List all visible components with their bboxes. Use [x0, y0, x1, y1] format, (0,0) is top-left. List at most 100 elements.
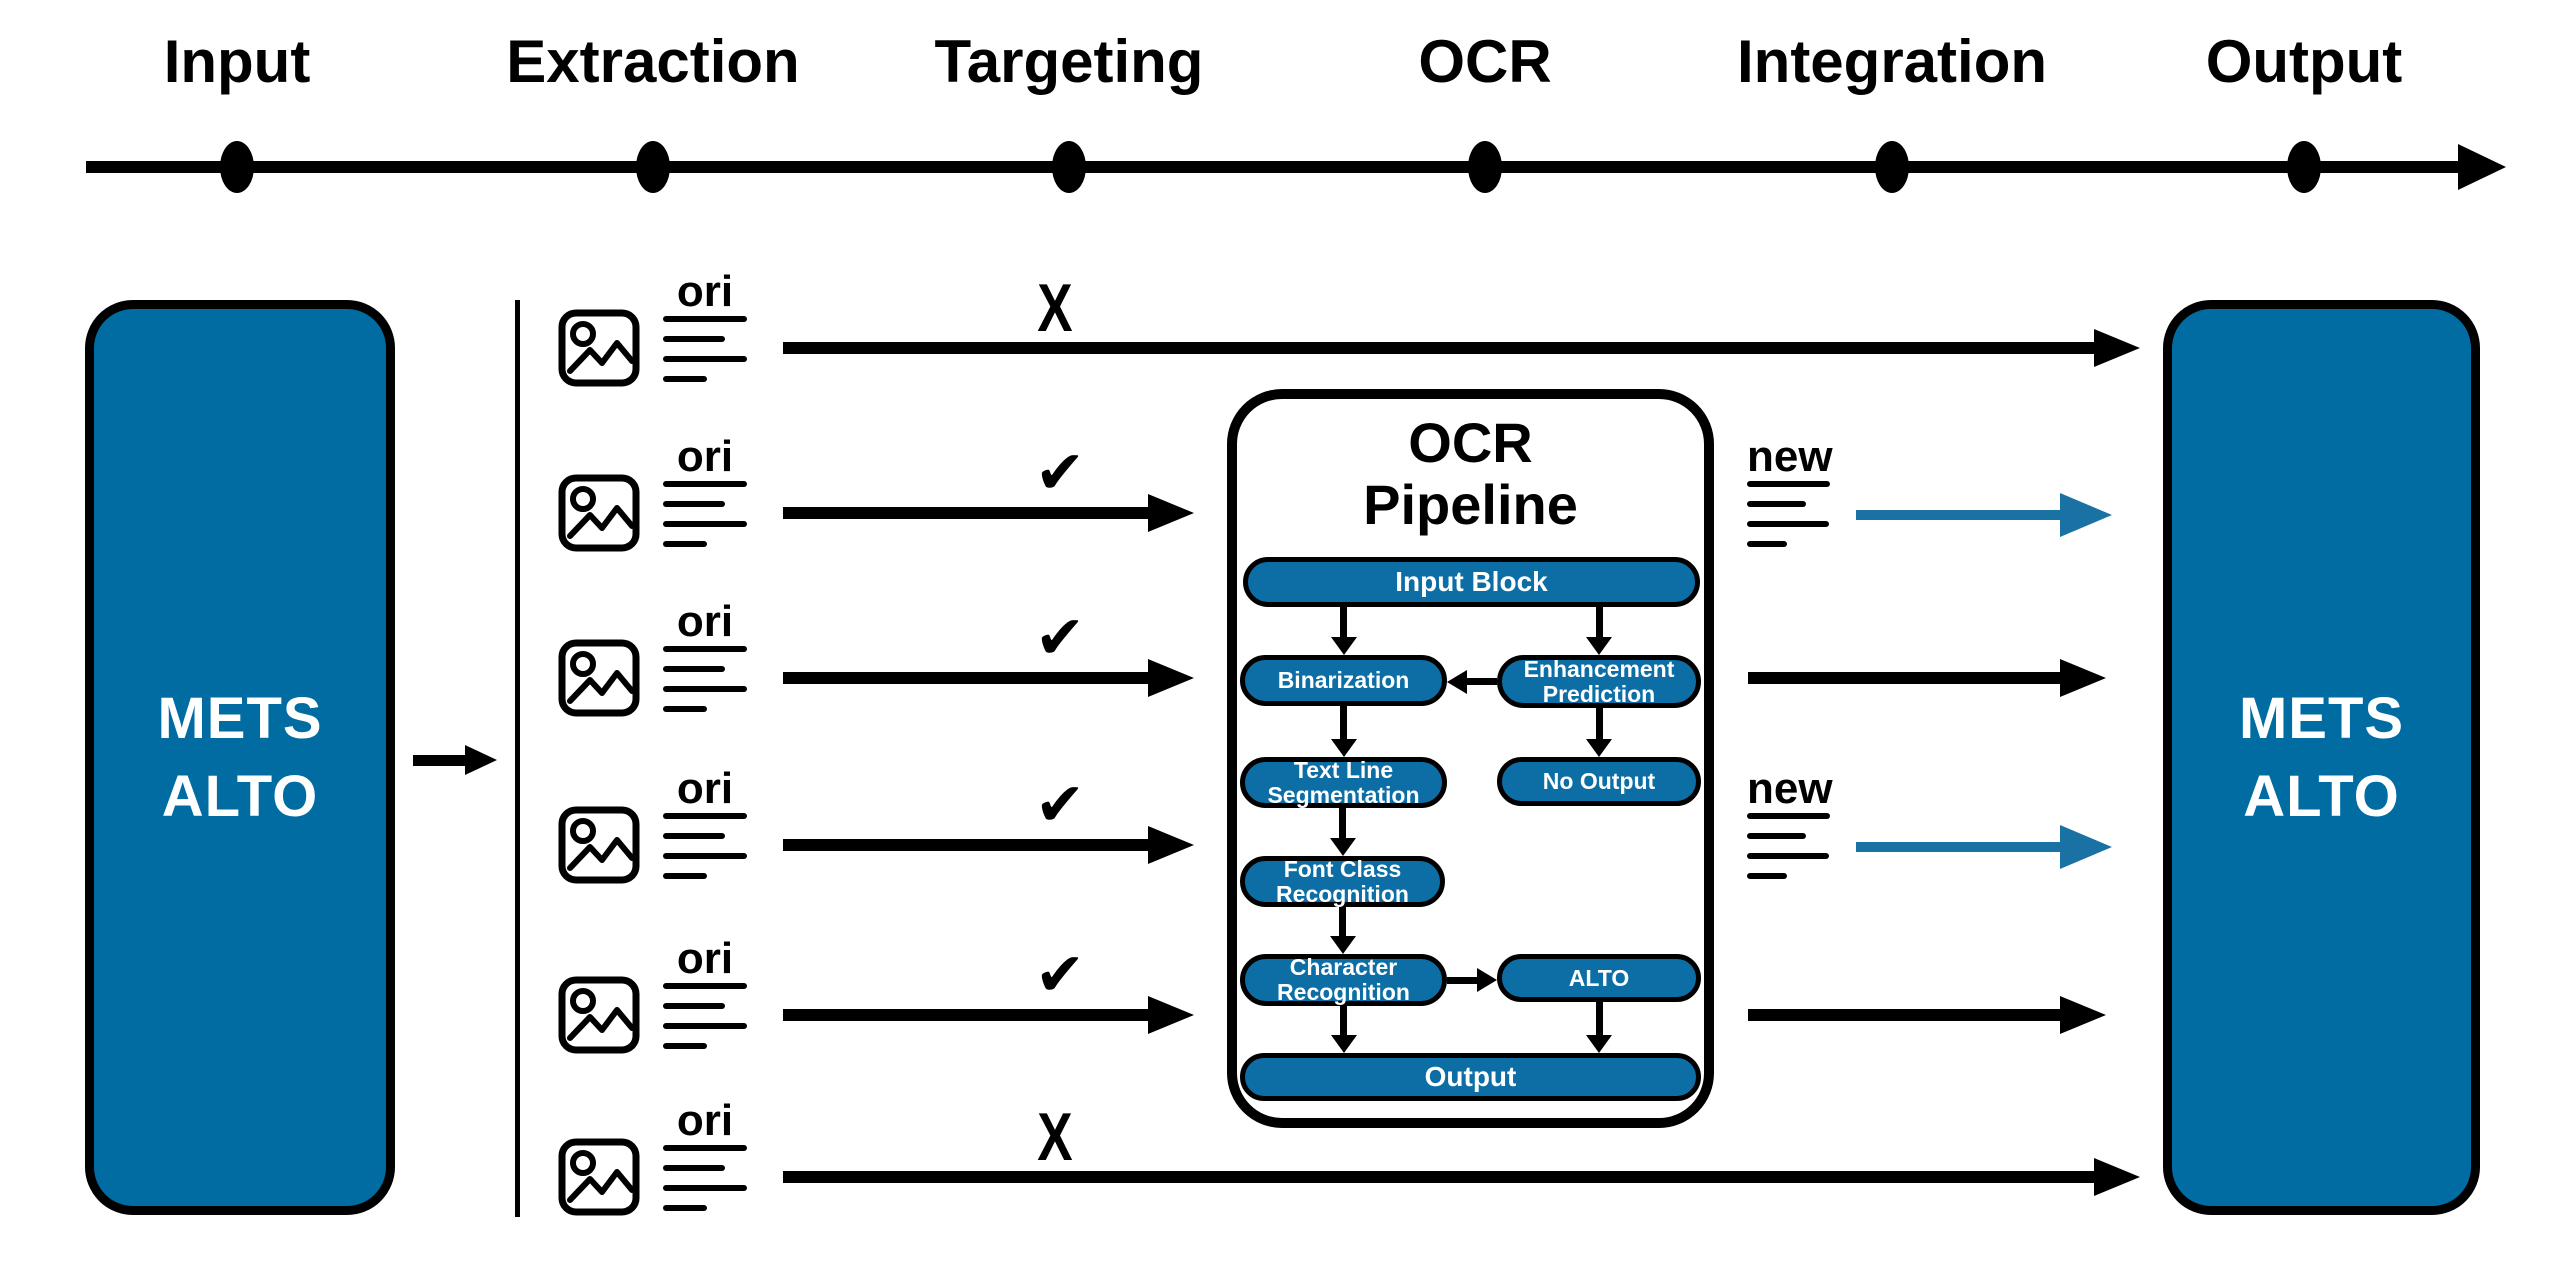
ori-document-icon-label: ori: [676, 597, 734, 646]
stage-label-integration: Integration: [1737, 28, 2047, 95]
accept-check-mark: ✔: [1034, 439, 1086, 506]
document-image-icon: [557, 1137, 641, 1217]
flow-arrow-from-pipeline-shaft: [1748, 1009, 2060, 1021]
ori-document-icon-line: [663, 481, 747, 487]
flow-arrow-to-pipeline-head: [1148, 494, 1194, 532]
pipeline-edge-arrow-head: [1330, 739, 1357, 757]
ori-document-icon-line: [663, 501, 725, 507]
flow-arrow-from-pipeline-head: [2060, 996, 2106, 1034]
pipeline-title: OCR Pipeline: [1227, 412, 1714, 536]
timeline-dot-icon: [1875, 141, 1909, 193]
ori-document-icon-label: ori: [676, 1096, 734, 1145]
stage-label-extraction: Extraction: [506, 28, 800, 95]
pipeline-edge-arrow-head: [1329, 838, 1356, 856]
alto-label: ALTO: [161, 763, 319, 829]
ori-document-icon-line: [663, 1185, 747, 1191]
accept-check-mark: ✔: [1034, 941, 1086, 1008]
ori-document-icon-line: [663, 541, 707, 547]
blue-flow-arrow-head: [2060, 493, 2112, 537]
stage-label-targeting: Targeting: [934, 28, 1204, 95]
flow-arrow-to-pipeline-shaft: [783, 839, 1148, 851]
blue-flow-arrow-shaft: [1856, 510, 2060, 520]
pipeline-title-line2: Pipeline: [1363, 473, 1578, 536]
pipeline-node-text-line-segmentation: Text Line Segmentation: [1240, 757, 1447, 808]
timeline-dot-icon: [636, 141, 670, 193]
flow-arrow-long-shaft: [783, 1171, 2094, 1183]
pipeline-title-line1: OCR: [1408, 411, 1533, 474]
timeline-dot-icon: [1468, 141, 1502, 193]
pipeline-edge-arrow-head: [1447, 669, 1467, 694]
ori-document-icon-line: [663, 983, 747, 989]
mets-label: METS: [2238, 685, 2405, 751]
stage-label-output: Output: [2205, 28, 2403, 95]
new-document-icon-line: [1747, 501, 1806, 507]
extraction-divider-line: [515, 300, 520, 1217]
ori-document-icon-line: [663, 686, 747, 692]
ori-document-icon-label: ori: [676, 764, 734, 813]
ori-document-icon-line: [663, 646, 747, 652]
new-document-icon-line: [1747, 521, 1829, 527]
ori-document-icon-line: [663, 521, 747, 527]
ori-document-icon-line: [663, 1205, 707, 1211]
timeline-arrowhead-icon: [2458, 144, 2506, 190]
new-document-icon-line: [1747, 481, 1830, 487]
pipeline-node-output: Output: [1240, 1053, 1701, 1101]
pipeline-edge-arrow-shaft: [1339, 907, 1346, 936]
ori-document-icon-line: [663, 666, 725, 672]
pipeline-node-input-block: Input Block: [1243, 557, 1700, 607]
ori-document-icon-line: [663, 1003, 725, 1009]
ori-document-icon-line: [663, 1165, 725, 1171]
ori-document-icon-line: [663, 873, 707, 879]
flow-arrow-to-pipeline-shaft: [783, 672, 1148, 684]
reject-x-mark: X: [1037, 1099, 1073, 1175]
document-image-icon: [557, 308, 641, 388]
pipeline-edge-arrow-shaft: [1467, 678, 1497, 685]
document-image-icon: [557, 805, 641, 885]
stage-label-input: Input: [163, 28, 311, 95]
pipeline-edge-arrow-shaft: [1447, 976, 1477, 984]
mets-label: METS: [157, 685, 323, 751]
pipeline-edge-arrow-head: [1330, 637, 1357, 655]
new-document-icon-line: [1747, 541, 1787, 547]
flow-arrow-to-pipeline-head: [1148, 996, 1194, 1034]
accept-check-mark: ✔: [1034, 771, 1086, 838]
ori-document-icon-line: [663, 853, 747, 859]
stage-label-ocr: OCR: [1418, 28, 1552, 95]
flow-arrow-long-head: [2094, 329, 2140, 367]
pipeline-node-font-class-recognition: Font Class Recognition: [1240, 856, 1445, 907]
blue-flow-arrow-head: [2060, 825, 2112, 869]
timeline-axis: [86, 161, 2458, 173]
pipeline-edge-arrow-head: [1477, 968, 1497, 992]
timeline-dot-icon: [220, 141, 254, 193]
pipeline-node-character-recognition: Character Recognition: [1240, 954, 1447, 1006]
ori-document-icon-line: [663, 813, 747, 819]
flow-arrow-to-pipeline-head: [1148, 659, 1194, 697]
pipeline-node-no-output: No Output: [1497, 757, 1701, 806]
flow-arrow-long-head: [2094, 1158, 2140, 1196]
new-document-icon-label: new: [1747, 764, 1833, 813]
ori-document-icon-line: [663, 1023, 747, 1029]
ori-document-icon-line: [663, 316, 747, 322]
flow-arrow-long-shaft: [783, 342, 2094, 354]
pipeline-edge-arrow-head: [1330, 1035, 1357, 1053]
blue-flow-arrow-shaft: [1856, 842, 2060, 852]
timeline-dot-icon: [1052, 141, 1086, 193]
mets-alto-box-output: METS ALTO: [2163, 300, 2480, 1215]
flow-arrow-from-pipeline-head: [2060, 659, 2106, 697]
new-document-icon-label: new: [1747, 432, 1833, 481]
new-document-icon-line: [1747, 853, 1829, 859]
new-document-icon-line: [1747, 813, 1830, 819]
timeline-dot-icon: [2287, 141, 2321, 193]
flow-arrow-to-pipeline-shaft: [783, 507, 1148, 519]
ori-document-icon-label: ori: [676, 432, 734, 481]
flow-arrow-to-pipeline-shaft: [783, 1009, 1148, 1021]
ori-document-icon-label: ori: [676, 267, 734, 316]
pipeline-edge-arrow-shaft: [1595, 1002, 1603, 1035]
pipeline-node-binarization: Binarization: [1240, 655, 1447, 706]
box-output-arrow-shaft: [413, 754, 465, 766]
new-document-icon-line: [1747, 833, 1806, 839]
pipeline-edge-arrow-shaft: [1340, 706, 1347, 739]
document-image-icon: [557, 638, 641, 718]
pipeline-edge-arrow-head: [1329, 936, 1356, 954]
